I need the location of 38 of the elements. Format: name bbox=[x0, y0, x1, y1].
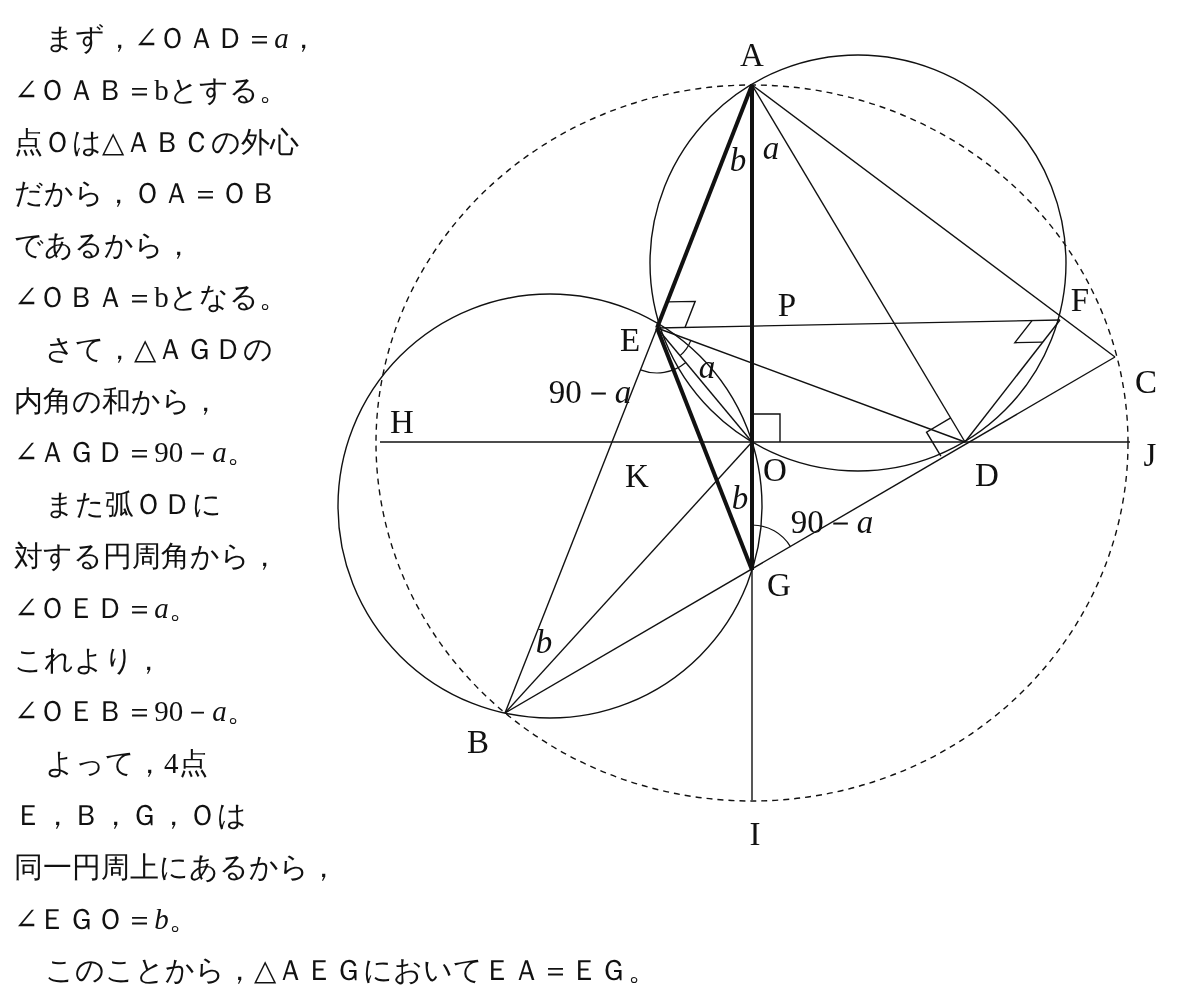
point-label: P bbox=[777, 287, 797, 323]
point-label: B bbox=[467, 724, 489, 760]
point-label: I bbox=[749, 816, 761, 852]
point-label: O bbox=[763, 452, 787, 488]
explanation-line: このことから，△ＡＥＧにおいてＥＡ＝ＥＧ。 bbox=[45, 953, 658, 989]
point-label: H bbox=[390, 404, 414, 440]
explanation-line: よって，4点 bbox=[45, 746, 208, 782]
explanation-line: Ｅ，Ｂ，Ｇ，Ｏは bbox=[14, 798, 247, 833]
explanation-line: だから，ＯＡ＝ＯＢ bbox=[14, 176, 278, 212]
angle-label: b bbox=[729, 142, 747, 178]
explanation-line: であるから， bbox=[14, 228, 193, 264]
angle-label: 90－a bbox=[548, 374, 632, 410]
explanation-line: また弧ＯＤに bbox=[45, 487, 222, 523]
point-label: F bbox=[1070, 282, 1090, 318]
angle-label: b bbox=[535, 624, 553, 660]
point-label: K bbox=[625, 458, 649, 494]
explanation-line: ∠ＯＡＢ＝bとする。 bbox=[14, 72, 288, 108]
explanation-line: 対する円周角から， bbox=[14, 539, 279, 574]
explanation-line: ∠ＯＥＢ＝90－a。 bbox=[14, 694, 256, 730]
point-label: E bbox=[619, 322, 641, 358]
explanation-line: これより， bbox=[14, 642, 163, 678]
angle-label: b bbox=[731, 480, 749, 516]
explanation-line: 内角の和から， bbox=[14, 383, 220, 419]
explanation-line: ∠ＯＥＤ＝a。 bbox=[14, 590, 198, 626]
explanation-line: 点Ｏは△ＡＢＣの外心 bbox=[14, 124, 300, 160]
point-label: D bbox=[975, 457, 999, 493]
explanation-line: ∠ＡＧＤ＝90－a。 bbox=[14, 435, 256, 471]
angle-label: a bbox=[762, 130, 780, 166]
explanation-line: ∠ＯＢＡ＝bとなる。 bbox=[14, 280, 288, 315]
explanation-line: 同一円周上にあるから， bbox=[14, 849, 338, 885]
point-label: A bbox=[740, 37, 764, 73]
explanation-line: ∠ＥＧＯ＝b。 bbox=[14, 901, 198, 937]
point-label: G bbox=[767, 567, 791, 603]
explanation-line: まず，∠ＯＡＤ＝a， bbox=[45, 21, 318, 56]
point-label: C bbox=[1135, 364, 1157, 400]
point-label: J bbox=[1143, 437, 1157, 473]
explanation-line: さて，△ＡＧＤの bbox=[45, 331, 274, 367]
angle-label: 90－a bbox=[790, 504, 874, 540]
